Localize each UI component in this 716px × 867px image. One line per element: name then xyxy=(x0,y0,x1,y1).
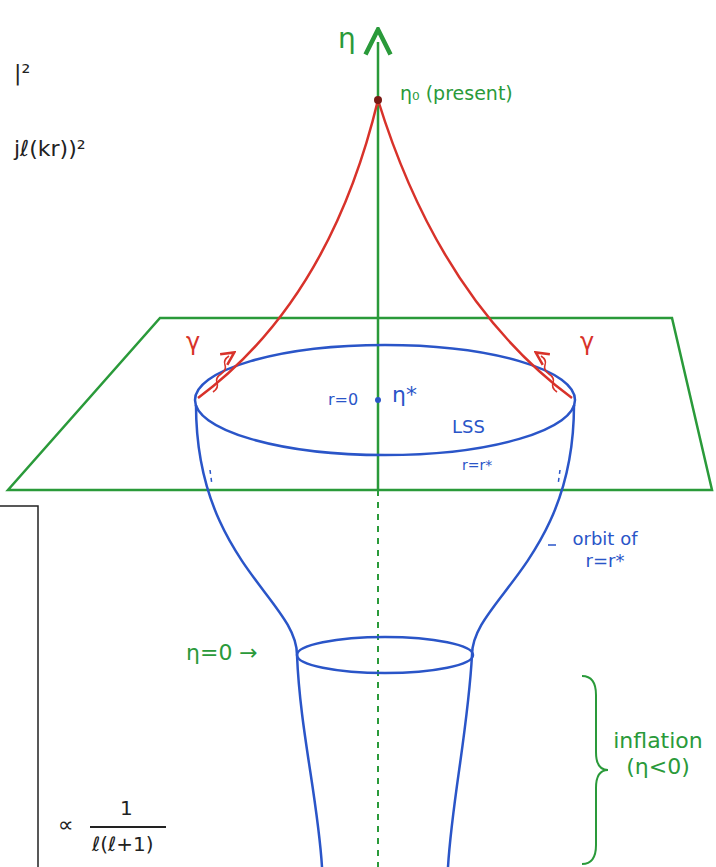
notes-box-edge xyxy=(0,506,38,867)
time-axis-lower xyxy=(377,490,379,867)
present-label: η₀ (present) xyxy=(400,82,513,105)
light-ray xyxy=(198,100,378,398)
present-dot xyxy=(374,96,382,104)
time-label: η* xyxy=(392,382,417,408)
leader-line xyxy=(548,544,556,546)
time-axis xyxy=(377,42,380,490)
orbit-label: orbit of r=r* xyxy=(560,528,650,571)
photon-label: γ xyxy=(580,328,594,357)
eta-zero-label: η=0 → xyxy=(186,640,258,666)
photon-arrow xyxy=(213,356,229,392)
note-fragment: jℓ(kr))² xyxy=(14,136,86,162)
surface-label: LSS xyxy=(452,416,485,438)
origin-label: r=0 xyxy=(328,390,358,409)
proportional-sign: ∝ xyxy=(58,812,74,838)
fraction-denominator: ℓ(ℓ+1) xyxy=(92,832,154,856)
inflation-label: inflation (η<0) xyxy=(604,728,712,781)
last-scattering-surface xyxy=(195,345,575,455)
axis-label: η xyxy=(338,22,356,56)
time-slice-plane xyxy=(8,318,712,490)
radius-label: r=r* xyxy=(462,457,492,474)
light-ray xyxy=(378,100,572,398)
fraction-bar xyxy=(90,826,166,828)
photon-arrow xyxy=(541,356,557,392)
photon-label: γ xyxy=(186,328,200,357)
origin-dot xyxy=(375,397,381,403)
eta-zero-ring xyxy=(297,637,473,673)
fraction-numerator: 1 xyxy=(120,796,133,820)
orbit-curve xyxy=(196,405,322,867)
note-fragment: |² xyxy=(14,60,30,86)
orbit-curve xyxy=(448,405,574,867)
hidden-edge xyxy=(210,470,560,485)
brace xyxy=(582,676,608,864)
